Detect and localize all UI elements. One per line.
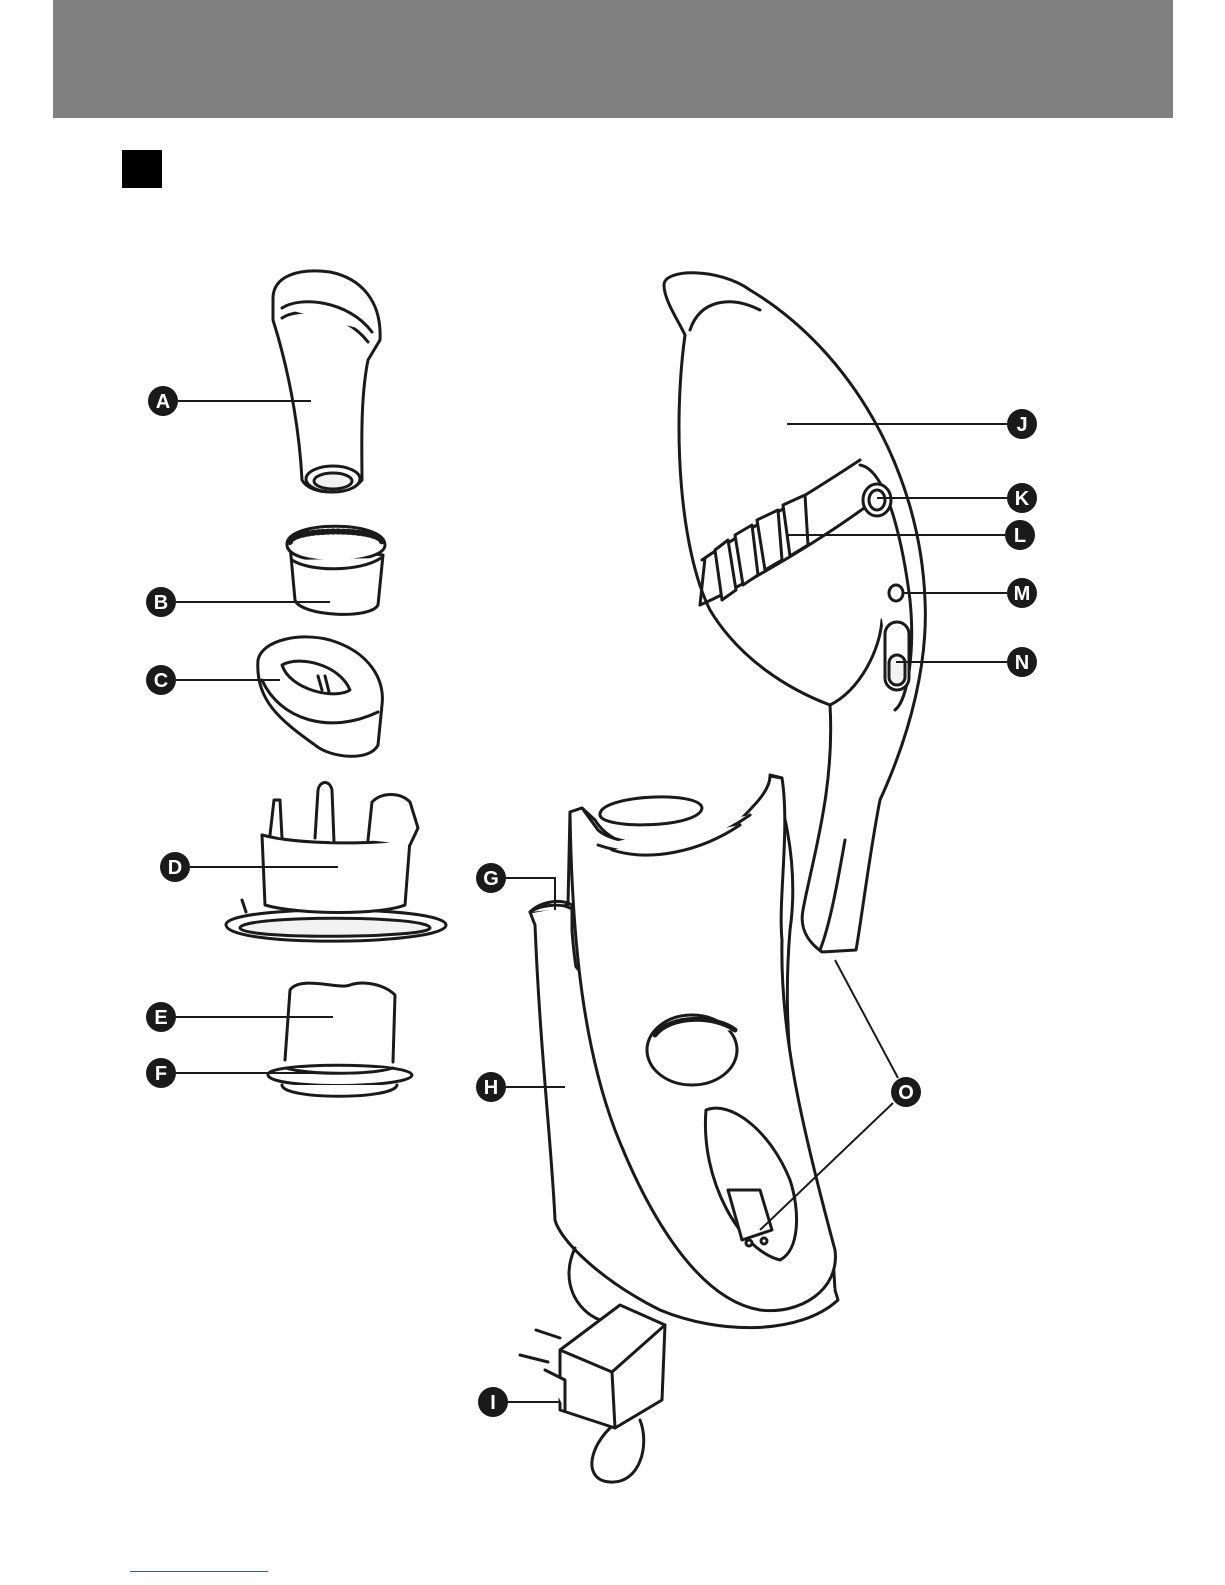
svg-text:E: E [154, 1007, 167, 1029]
callout-H: H [476, 1072, 506, 1102]
callout-C: C [146, 665, 176, 695]
callout-G: G [476, 863, 506, 893]
filter-part [268, 983, 412, 1096]
svg-text:M: M [1014, 583, 1031, 605]
callout-O: O [891, 1077, 921, 1107]
svg-text:D: D [168, 857, 182, 879]
wide-nozzle-part [258, 637, 383, 756]
svg-text:H: H [484, 1077, 498, 1099]
callout-A: A [148, 386, 178, 416]
callout-L: L [1005, 520, 1035, 550]
charging-stand-part [530, 775, 838, 1328]
leader-line-O-1 [835, 960, 898, 1078]
svg-text:K: K [1015, 488, 1030, 510]
svg-text:L: L [1014, 525, 1026, 547]
svg-text:A: A [156, 391, 170, 413]
callout-K: K [1007, 483, 1037, 513]
callout-N: N [1007, 647, 1037, 677]
svg-text:C: C [154, 670, 168, 692]
callout-B: B [146, 587, 176, 617]
svg-text:J: J [1016, 414, 1027, 436]
crevice-nozzle-part [273, 271, 380, 492]
callout-I: I [478, 1387, 508, 1417]
svg-text:F: F [155, 1063, 167, 1085]
callout-J: J [1007, 409, 1037, 439]
callout-E: E [146, 1002, 176, 1032]
callout-M: M [1007, 578, 1037, 608]
filter-holder-part [226, 783, 446, 942]
callout-D: D [160, 852, 190, 882]
svg-text:O: O [898, 1082, 914, 1104]
svg-text:I: I [490, 1392, 496, 1414]
svg-text:G: G [483, 868, 499, 890]
footer-link-underline[interactable] [130, 1571, 268, 1572]
svg-text:B: B [154, 592, 168, 614]
callout-F: F [146, 1058, 176, 1088]
svg-text:N: N [1015, 652, 1029, 674]
